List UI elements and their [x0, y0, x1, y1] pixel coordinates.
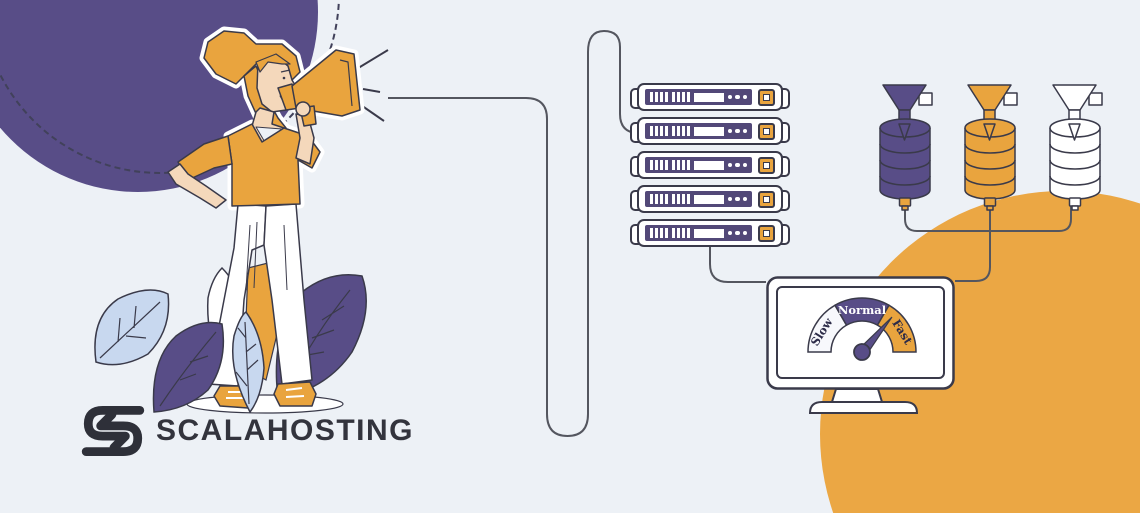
power-button	[758, 88, 775, 106]
power-button	[758, 190, 775, 208]
funnel-arrow-tip	[898, 123, 911, 141]
nozzle-tip	[1071, 205, 1079, 211]
power-button	[758, 224, 775, 242]
server-chassis	[637, 185, 783, 213]
server-unit	[630, 151, 790, 179]
vent-bars	[650, 194, 668, 204]
server-chassis	[637, 219, 783, 247]
server-chassis	[637, 83, 783, 111]
scalahosting-logo-icon	[81, 405, 145, 457]
pants	[207, 203, 267, 387]
monitor-base	[808, 401, 919, 414]
status-leds	[727, 196, 747, 202]
nozzle-tip	[901, 205, 909, 211]
drive-slot	[694, 228, 724, 238]
leaves-back	[94, 261, 367, 414]
vent-bars	[650, 160, 668, 170]
vent-bars	[650, 126, 668, 136]
vent-bars	[650, 92, 668, 102]
server-unit	[630, 185, 790, 213]
server-unit	[630, 117, 790, 145]
leaves-front	[152, 310, 265, 414]
orange-shape	[245, 261, 279, 381]
rack-to-monitor-wire	[709, 247, 766, 283]
drive-slot	[694, 194, 724, 204]
nozzle	[1068, 197, 1082, 207]
funnel-orange	[964, 84, 1018, 211]
server-front-panel	[645, 225, 752, 241]
power-button-inner	[763, 229, 770, 237]
server-front-panel	[645, 191, 752, 207]
server-front-panel	[645, 89, 752, 105]
server-chassis	[637, 117, 783, 145]
vent-bars	[672, 228, 690, 238]
gauge-segment-fast	[876, 304, 917, 353]
vent-bars	[672, 194, 690, 204]
megaphone-to-rack-wire	[388, 29, 638, 438]
funnel-handle	[918, 92, 933, 106]
arm	[295, 113, 315, 165]
status-leds	[727, 94, 747, 100]
vent-bars	[672, 160, 690, 170]
server-unit	[630, 83, 790, 111]
funnel-arrow-tip	[983, 123, 996, 141]
logo: SCALAHOSTING	[80, 404, 414, 458]
funnel-handle	[1003, 92, 1018, 106]
funnel-handle	[1088, 92, 1103, 106]
gauge-label-normal: Normal	[838, 303, 887, 317]
filter-ring	[1049, 143, 1101, 186]
power-button-inner	[763, 161, 770, 169]
speed-gauge	[807, 297, 917, 361]
power-button	[758, 156, 775, 174]
status-leds	[727, 230, 747, 236]
gauge-needle	[853, 316, 893, 361]
drive-slot	[694, 92, 724, 102]
sound-lines	[354, 49, 389, 122]
purple-leaf-large	[275, 273, 367, 399]
power-button-inner	[763, 127, 770, 135]
status-leds	[727, 162, 747, 168]
filter-ring	[964, 143, 1016, 186]
purple-leaf-front	[152, 321, 225, 413]
funnel-row	[875, 82, 1109, 212]
filter-ring	[879, 143, 931, 186]
status-leds	[727, 128, 747, 134]
monitor: Slow Normal Fast	[766, 276, 955, 414]
nozzle-tip	[986, 205, 994, 211]
vent-bars	[672, 92, 690, 102]
monitor-screen	[776, 286, 945, 379]
power-button	[758, 122, 775, 140]
server-front-panel	[645, 157, 752, 173]
power-button-inner	[763, 93, 770, 101]
funnel-purple	[879, 84, 933, 211]
power-button-inner	[763, 195, 770, 203]
server-unit	[630, 219, 790, 247]
monitor-neck	[830, 388, 884, 403]
white-leaf	[206, 266, 242, 363]
server-rack	[630, 83, 790, 247]
nozzle	[898, 197, 912, 207]
vent-bars	[672, 126, 690, 136]
blue-leaf-front	[231, 310, 265, 414]
server-chassis	[637, 151, 783, 179]
funnel-white	[1049, 84, 1103, 211]
blue-leaf-left	[94, 289, 170, 366]
shoe	[273, 381, 317, 407]
drive-slot	[694, 126, 724, 136]
server-front-panel	[645, 123, 752, 139]
funnel-arrow-tip	[1068, 123, 1081, 141]
brand-name: SCALAHOSTING	[156, 414, 414, 447]
vent-bars	[650, 228, 668, 238]
drive-slot	[694, 160, 724, 170]
pants	[263, 203, 313, 385]
nozzle	[983, 197, 997, 207]
